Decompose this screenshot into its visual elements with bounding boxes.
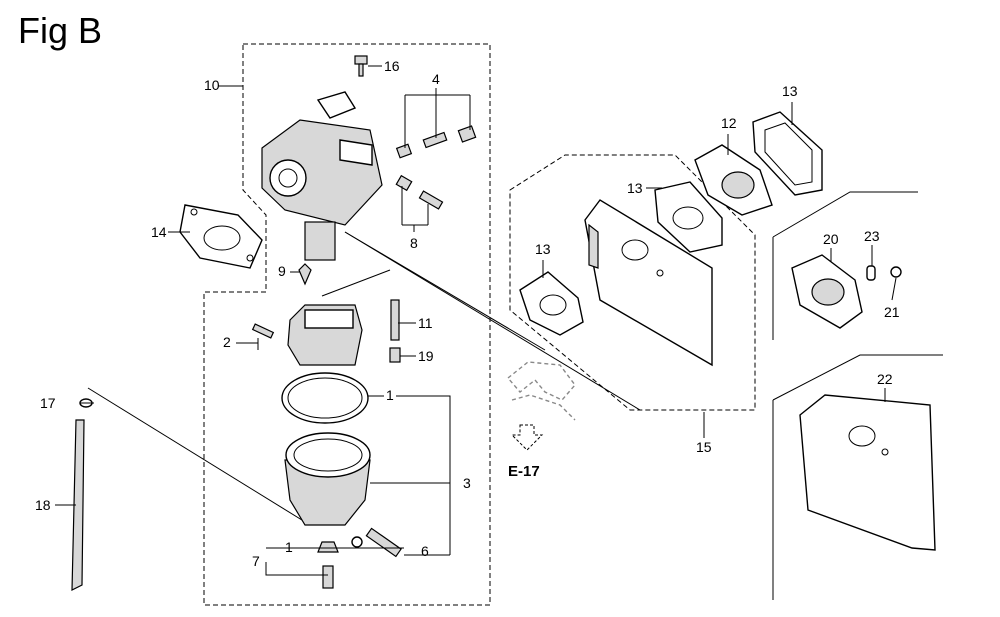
reference-label: E-17 xyxy=(508,463,540,480)
callout-23: 23 xyxy=(864,228,880,244)
callout-6: 7 xyxy=(252,553,260,569)
callout-4: 4 xyxy=(432,71,440,87)
carburetor-group-outline xyxy=(203,43,491,606)
callout-14: 14 xyxy=(151,224,167,240)
plate-22 xyxy=(799,394,936,551)
screw-set-4 xyxy=(395,125,477,159)
callout-21: 21 xyxy=(884,304,900,320)
callout-16: 16 xyxy=(384,58,400,74)
screw-16 xyxy=(354,55,368,77)
drain-bolt-6 xyxy=(317,541,339,589)
pin-23 xyxy=(866,265,876,281)
float-chamber-group-outline xyxy=(321,269,391,297)
plate-group-outline xyxy=(772,354,943,401)
callout-8: 10 xyxy=(204,77,220,93)
plug-21 xyxy=(890,266,902,278)
jet-19 xyxy=(389,347,401,363)
float-assembly xyxy=(251,304,363,366)
callout-leaders xyxy=(55,65,897,576)
reference-arrow-e17 xyxy=(510,424,544,451)
callout-10: 11 xyxy=(418,315,433,331)
callout-12: 13 xyxy=(782,83,798,99)
callout-5: 6 xyxy=(421,543,429,559)
spacer-20 xyxy=(791,254,863,329)
callout-17: 17 xyxy=(40,395,56,411)
gasket-14 xyxy=(179,204,263,269)
callout-15: 15 xyxy=(696,439,712,455)
float-valve-10 xyxy=(390,299,400,341)
figure-title: Fig B xyxy=(18,10,103,51)
gasket-12 xyxy=(752,111,823,196)
spacer-group-outline xyxy=(509,154,756,411)
callout-13-upper: 13 xyxy=(627,180,643,196)
callout-18: 18 xyxy=(35,497,51,513)
insulator-13-a xyxy=(519,271,584,336)
float-bowl-3 xyxy=(284,432,371,526)
callout-19: 19 xyxy=(418,348,434,364)
breather-tube-ref xyxy=(506,361,576,421)
callout-13-lower: 13 xyxy=(535,241,551,257)
drain-screw-5 xyxy=(351,527,402,558)
screw-9 xyxy=(298,263,312,286)
carburetor-body xyxy=(261,91,383,261)
tube-18 xyxy=(71,419,85,591)
o-ring-1 xyxy=(281,372,369,424)
breather-tube-guide-2 xyxy=(344,231,641,411)
callout-7: 8 xyxy=(410,235,418,251)
callout-1-drain: 1 xyxy=(285,539,293,555)
drain-tube-guide xyxy=(87,387,311,526)
callout-2: 2 xyxy=(223,334,231,350)
callout-9: 9 xyxy=(278,263,286,279)
plate-15 xyxy=(584,199,713,367)
insulator-13-b xyxy=(654,181,723,253)
callout-22: 22 xyxy=(877,371,893,387)
insulator-group-outline xyxy=(772,191,918,238)
gasket-11 xyxy=(694,144,773,216)
callout-1-oring: 1 xyxy=(386,387,394,403)
screw-set-7 xyxy=(395,174,444,210)
callout-11: 12 xyxy=(721,115,737,131)
callout-3: 3 xyxy=(463,475,471,491)
callout-20: 20 xyxy=(823,231,839,247)
